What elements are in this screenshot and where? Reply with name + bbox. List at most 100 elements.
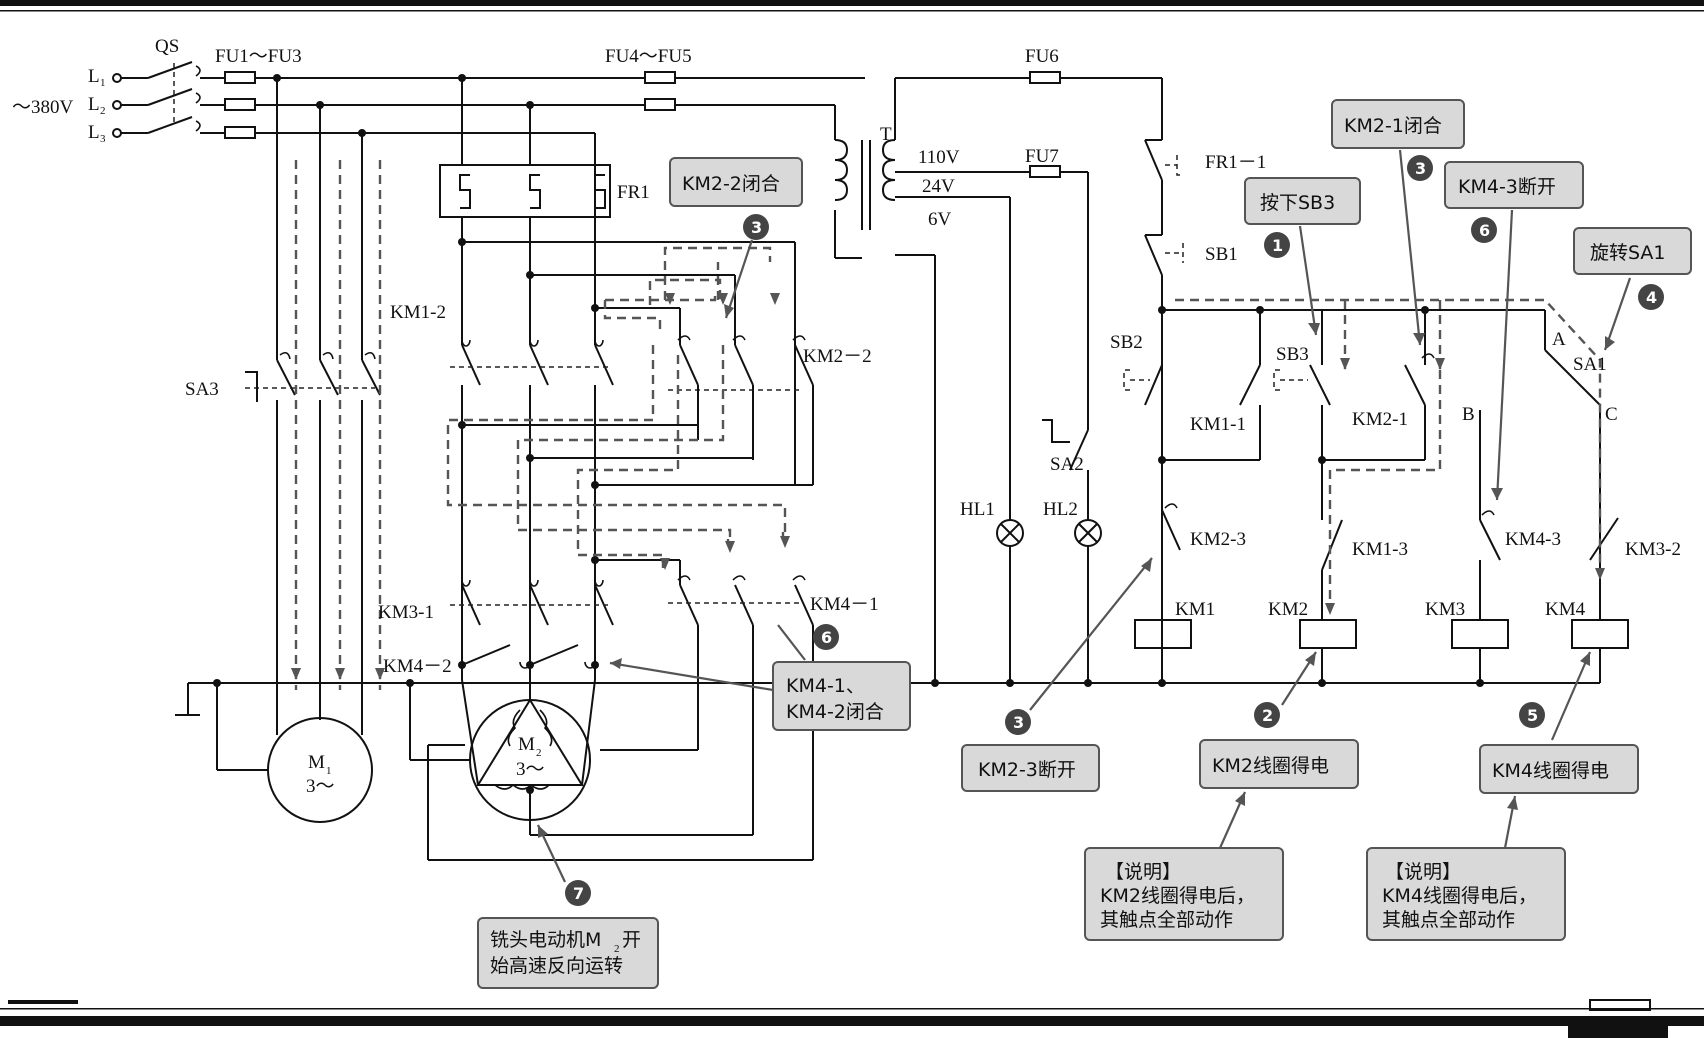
step-6b-badge	[813, 624, 839, 650]
callout-km4-3-open-text: KM4-3断开	[1458, 176, 1556, 198]
km3-2-label: KM3-2	[1625, 539, 1681, 560]
fr1-label: FR1	[617, 182, 650, 203]
km2-3-label: KM2-3	[1190, 529, 1246, 550]
km2-2-label: KM2－2	[803, 346, 872, 367]
step-6a-badge	[1471, 217, 1497, 243]
sa3-label: SA3	[185, 379, 219, 400]
callout-press-sb3-text: 按下SB3	[1260, 192, 1335, 214]
fu7-label: FU7	[1025, 146, 1059, 167]
t-label: T	[880, 124, 892, 145]
l2-sub: 2	[100, 105, 106, 117]
km3-1-label: KM3-1	[378, 602, 434, 623]
l3-sub: 3	[100, 133, 106, 145]
note-km4-title: 【说明】	[1385, 861, 1461, 883]
bottom-border	[0, 1016, 1704, 1026]
callout-motor	[477, 917, 659, 989]
control-circuit	[1123, 78, 1629, 687]
fr1-relay	[439, 164, 611, 218]
step-5-number: 5	[1527, 706, 1538, 725]
callout-rotate-sa1	[1573, 227, 1692, 275]
lamps	[940, 419, 1600, 687]
km3-label: KM3	[1425, 599, 1465, 620]
step-3a-badge	[743, 214, 769, 240]
callout-motor-line1-end: 开	[622, 929, 641, 951]
m2-phase: 3～	[516, 759, 545, 780]
top-border	[0, 0, 1704, 6]
sb2-label: SB2	[1110, 332, 1143, 353]
callout-km2-2-close-text: KM2-2闭合	[682, 173, 780, 195]
km2-label: KM2	[1268, 599, 1308, 620]
l2-label: L	[88, 94, 100, 115]
km4-label: KM4	[1545, 599, 1586, 620]
km3-coil	[1451, 619, 1509, 649]
l3-label: L	[88, 122, 100, 143]
sa1-label: SA1	[1573, 354, 1607, 375]
sa2-label: SA2	[1050, 454, 1084, 475]
note-km2-title: 【说明】	[1105, 861, 1181, 883]
step-4-badge	[1638, 284, 1664, 310]
callout-km2-1-close	[1331, 99, 1465, 149]
note-km2-line2: 其触点全部动作	[1100, 909, 1233, 931]
callout-km4-coil	[1479, 744, 1639, 794]
qs-label: QS	[155, 36, 179, 57]
callout-km2-3-open	[961, 744, 1100, 792]
callout-motor-line1: 铣头电动机M	[490, 929, 601, 951]
m2-sub: 2	[536, 747, 542, 759]
callout-km4-1-2-close	[772, 661, 911, 731]
step-3b-badge	[1407, 155, 1433, 181]
fr1-1-label: FR1－1	[1205, 152, 1266, 173]
step-6a-number: 6	[1479, 221, 1490, 240]
step-3c-number: 3	[1013, 713, 1024, 732]
m1-branch: M 1 3～	[175, 78, 940, 823]
km4-3-label: KM4-3	[1505, 529, 1561, 550]
step-1-number: 1	[1272, 236, 1283, 255]
callout-motor-line2: 始高速反向运转	[490, 955, 623, 977]
sa1-a-label: A	[1552, 329, 1566, 350]
sa1-b-label: B	[1462, 404, 1475, 425]
callout-km2-coil-text: KM2线圈得电	[1212, 755, 1329, 777]
corner-stamp	[1589, 999, 1651, 1011]
callout-rotate-sa1-text: 旋转SA1	[1590, 242, 1666, 264]
km2-1-label: KM2-1	[1352, 409, 1408, 430]
km1-1-label: KM1-1	[1190, 414, 1246, 435]
l1-sub: 1	[100, 77, 106, 89]
sa1-c-label: C	[1605, 404, 1618, 425]
callout-km2-coil	[1199, 739, 1359, 789]
step-6b-number: 6	[821, 628, 832, 647]
sb1-label: SB1	[1205, 244, 1238, 265]
bottom-left-mark	[8, 1000, 78, 1004]
hl1-label: HL1	[960, 499, 995, 520]
note-km2	[1084, 847, 1284, 941]
step-2-number: 2	[1262, 706, 1273, 725]
step-3b-number: 3	[1415, 159, 1426, 178]
m2-main-circuit: M 2 3～	[406, 78, 814, 861]
step-3c-badge	[1005, 709, 1031, 735]
hl2-label: HL2	[1043, 499, 1078, 520]
fu1-fu3-label: FU1～FU3	[215, 46, 302, 67]
note-km2-line1: KM2线圈得电后，	[1100, 885, 1255, 907]
m1-sub: 1	[326, 765, 332, 777]
note-km4-line2: 其触点全部动作	[1382, 909, 1515, 931]
callout-km2-2-close	[669, 157, 803, 207]
v110-label: 110V	[918, 147, 960, 168]
km4-1-label: KM4－1	[810, 594, 879, 615]
v6-label: 6V	[928, 209, 952, 230]
component-labels: QS FU1～FU3 FU4～FU5 FU6 FU7 ～380V L 1 L 2…	[12, 36, 1681, 677]
sb3-label: SB3	[1276, 344, 1309, 365]
v24-label: 24V	[922, 176, 955, 197]
callout-km4-3-open	[1444, 161, 1584, 209]
km4-coil	[1571, 619, 1629, 649]
step-2-badge	[1254, 702, 1280, 728]
km4-2-label: KM4－2	[383, 656, 452, 677]
top-border-thin	[0, 10, 1704, 12]
step-7-badge	[565, 880, 591, 906]
step-4-number: 4	[1646, 288, 1657, 307]
callout-press-sb3	[1244, 177, 1361, 225]
bottom-right-mark	[1568, 1026, 1668, 1038]
voltage-label: ～380V	[12, 97, 74, 118]
callout-km4-1-2-close-line1: KM4-1、	[786, 675, 865, 697]
l1-label: L	[88, 66, 100, 87]
bottom-border-thin	[0, 1008, 1704, 1010]
